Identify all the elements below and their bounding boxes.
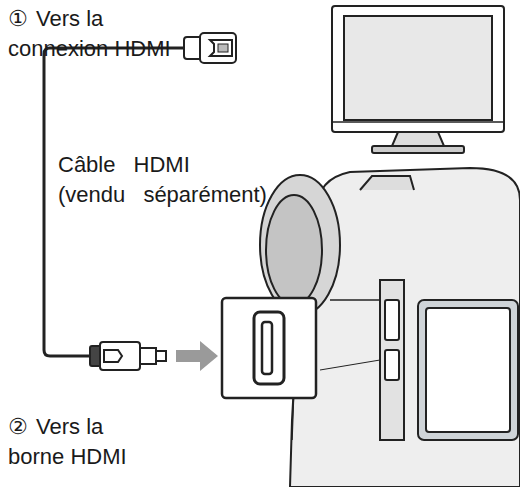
callout-number: ② (8, 412, 28, 442)
hdmi-plug-camera (90, 342, 166, 370)
connection-label: Vers la connexion HDMI (8, 4, 180, 64)
cable-label: Câble HDMI (vendu séparément) (58, 150, 270, 210)
hdmi-port-inset (222, 298, 316, 398)
television (332, 6, 504, 153)
insert-arrow (176, 341, 218, 371)
terminal-label: Vers la borne HDMI (8, 412, 142, 472)
hdmi-plug-tv (184, 33, 236, 63)
callout-number: ① (8, 4, 28, 34)
